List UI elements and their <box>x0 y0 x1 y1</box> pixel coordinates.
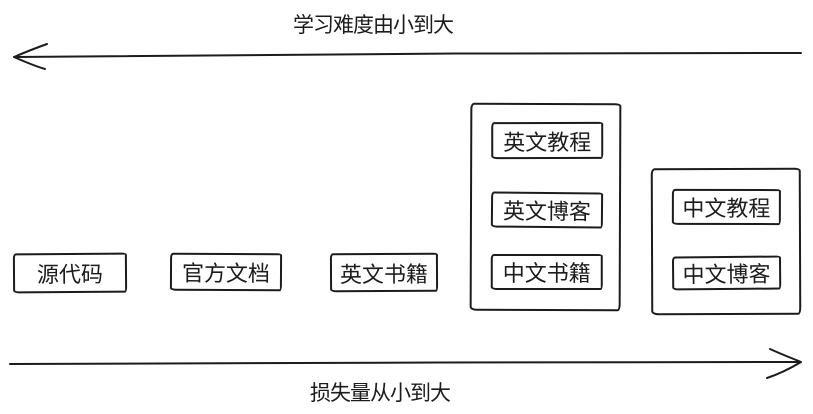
node-label: 官方文档 <box>181 260 271 287</box>
node-label: 中文教程 <box>682 195 771 222</box>
node-english-books: 英文书籍 <box>329 252 439 293</box>
right-arrowhead-icon <box>766 348 802 379</box>
left-arrowhead-icon <box>13 43 48 70</box>
node-chinese-books: 中文书籍 <box>490 254 603 291</box>
node-english-blogs: 英文博客 <box>490 191 604 229</box>
node-chinese-blogs: 中文博客 <box>671 255 782 291</box>
group-box-english-chinese: 英文教程 英文博客 中文书籍 <box>469 102 622 312</box>
group-box-chinese: 中文教程 中文博客 <box>650 167 802 316</box>
node-source-code: 源代码 <box>12 252 128 294</box>
node-label: 中文博客 <box>682 261 771 288</box>
top-axis-line <box>13 51 802 58</box>
node-label: 英文教程 <box>503 129 592 155</box>
top-axis-label: 学习难度由小到大 <box>293 14 454 37</box>
bottom-axis-line <box>9 361 801 365</box>
bottom-axis-label: 损失量从小到大 <box>310 382 451 405</box>
node-label: 源代码 <box>36 261 104 288</box>
node-english-tutorials: 英文教程 <box>491 121 604 160</box>
node-label: 英文书籍 <box>339 261 429 287</box>
node-label: 英文博客 <box>502 198 592 225</box>
node-label: 中文书籍 <box>502 261 591 287</box>
node-official-docs: 官方文档 <box>169 252 283 292</box>
node-chinese-tutorials: 中文教程 <box>671 188 781 226</box>
